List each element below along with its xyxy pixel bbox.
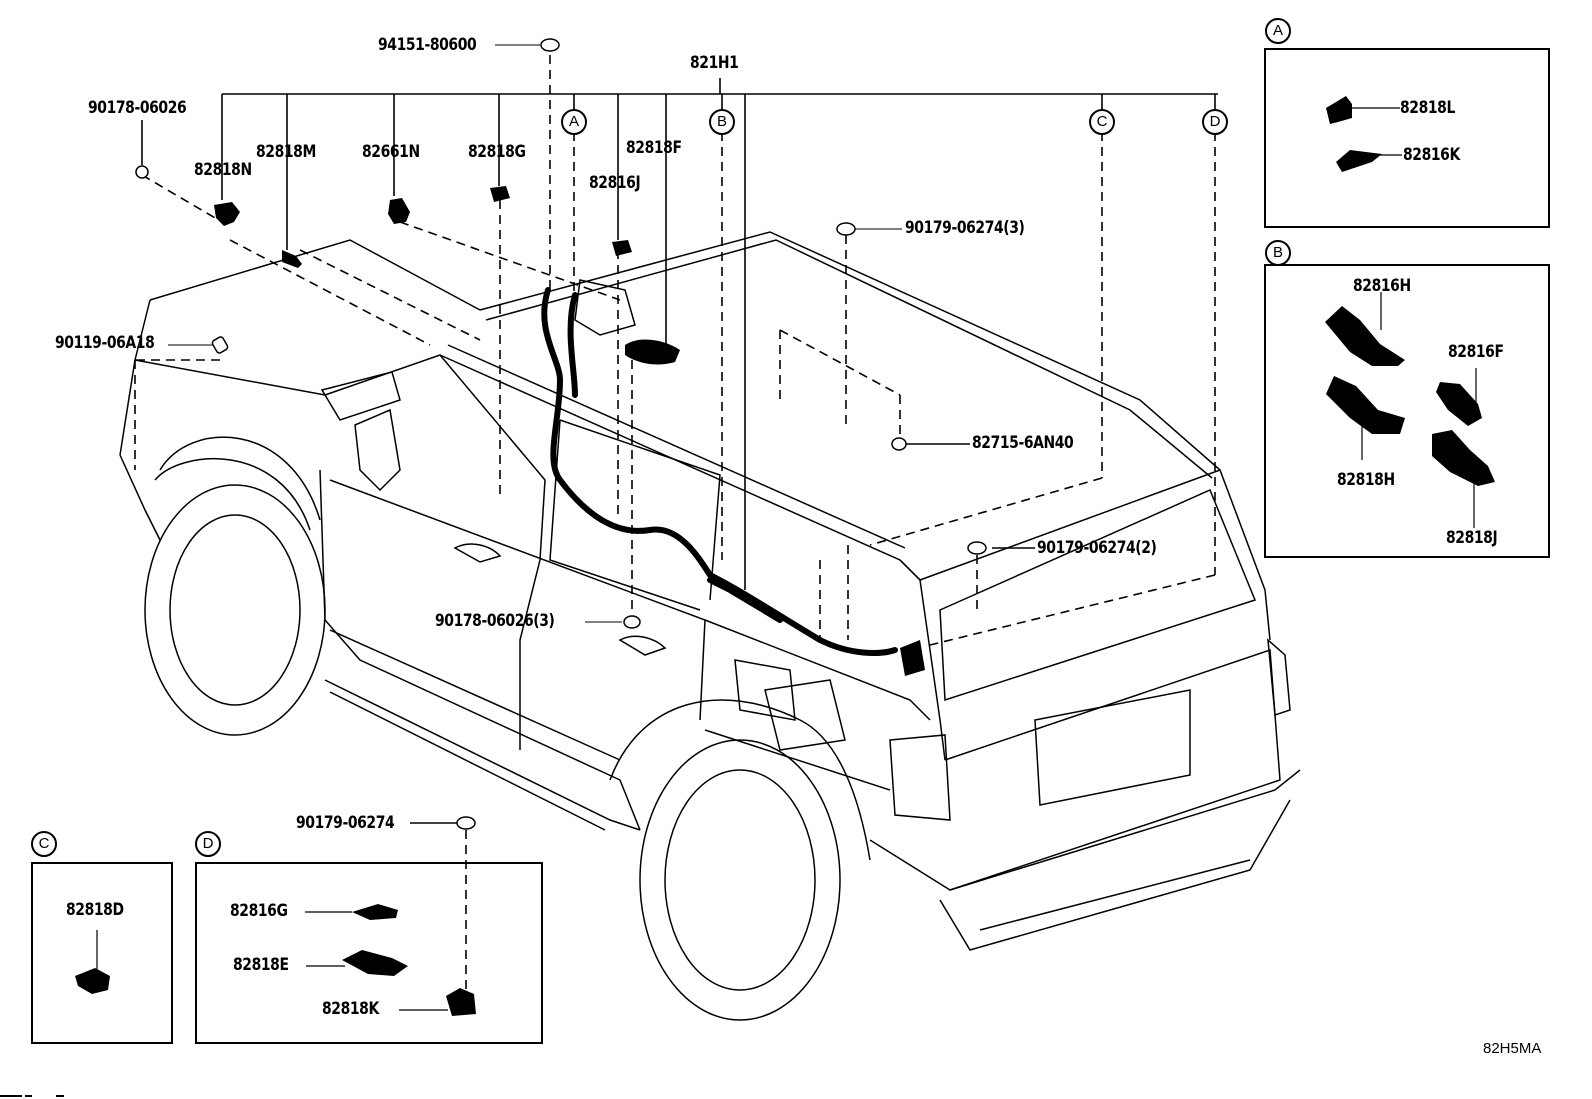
assembly-label-821H1[interactable]: 821H1 xyxy=(690,53,739,73)
clamp-82715-6AN40-icon xyxy=(891,437,907,451)
part-82818E-shape xyxy=(342,950,408,976)
part-label-82818L[interactable]: 82818L xyxy=(1400,98,1455,118)
part-label-82661N[interactable]: 82661N xyxy=(362,142,420,162)
part-82818G-shape xyxy=(490,186,510,202)
part-label-82818G[interactable]: 82818G xyxy=(468,142,526,162)
part-82818K-shape xyxy=(446,988,476,1016)
part-label-90119-06A18[interactable]: 90119-06A18 xyxy=(55,333,155,353)
part-82818L-shape xyxy=(1326,96,1352,124)
part-label-90178-06026-3[interactable]: 90178-06026(3) xyxy=(435,611,555,631)
part-label-90178-06026[interactable]: 90178-06026 xyxy=(88,98,187,118)
part-label-82818H[interactable]: 82818H xyxy=(1337,470,1395,490)
detail-d-label: D xyxy=(195,831,221,857)
part-label-82816G[interactable]: 82816G xyxy=(230,901,288,921)
part-label-90179-06274-2[interactable]: 90179-06274(2) xyxy=(1037,538,1157,558)
part-82816K-shape xyxy=(1336,150,1382,172)
part-label-82816K[interactable]: 82816K xyxy=(1403,145,1460,165)
part-label-90179-06274-3[interactable]: 90179-06274(3) xyxy=(905,218,1025,238)
part-label-82818M[interactable]: 82818M xyxy=(256,142,316,162)
detail-box-c xyxy=(31,862,173,1044)
part-label-94151-80600[interactable]: 94151-80600 xyxy=(378,35,477,55)
drawing-code: 82H5MA xyxy=(1483,1040,1542,1057)
detail-b-label: B xyxy=(1265,240,1291,266)
part-label-82818N[interactable]: 82818N xyxy=(194,160,252,180)
detail-box-d xyxy=(195,862,543,1044)
nut-90179-06274-3-icon xyxy=(836,222,856,236)
part-82818J-shape xyxy=(1432,430,1495,486)
detail-box-a xyxy=(1264,48,1550,228)
part-label-82818D[interactable]: 82818D xyxy=(66,900,124,920)
callout-a[interactable]: A xyxy=(561,109,587,135)
part-label-82818J[interactable]: 82818J xyxy=(1446,528,1498,548)
part-label-90179-06274[interactable]: 90179-06274 xyxy=(296,813,395,833)
nut-94151-80600-icon xyxy=(540,38,560,52)
callout-d[interactable]: D xyxy=(1202,109,1228,135)
nut-90179-06274-2-icon xyxy=(967,541,987,555)
part-label-82715-6AN40[interactable]: 82715-6AN40 xyxy=(972,433,1074,453)
nut-90179-06274-icon xyxy=(456,816,476,830)
part-82818M-shape xyxy=(282,250,302,268)
detail-box-b xyxy=(1264,264,1550,558)
part-label-82816F[interactable]: 82816F xyxy=(1448,342,1504,362)
callout-b[interactable]: B xyxy=(709,109,735,135)
part-82816F-shape xyxy=(1436,382,1482,426)
clip-90178-06026-icon xyxy=(135,165,149,179)
part-82816J-shape xyxy=(612,240,632,256)
part-82816G-shape xyxy=(352,904,398,920)
part-82818D-shape xyxy=(75,968,110,994)
part-82661N-shape xyxy=(388,198,410,224)
part-82818H-shape xyxy=(1326,376,1405,434)
bolt-90119-06A18-icon xyxy=(211,336,229,354)
part-82818N-shape xyxy=(214,202,240,226)
part-label-82816H[interactable]: 82816H xyxy=(1353,276,1411,296)
part-82818F-shape xyxy=(625,339,680,365)
part-label-82818K[interactable]: 82818K xyxy=(322,999,379,1019)
detail-c-label: C xyxy=(31,831,57,857)
callout-c[interactable]: C xyxy=(1089,109,1115,135)
detail-a-label: A xyxy=(1265,18,1291,44)
clip-90178-06026-3-icon xyxy=(623,615,641,629)
part-label-82818F[interactable]: 82818F xyxy=(626,138,682,158)
part-82816H-shape xyxy=(1325,306,1405,366)
part-label-82816J[interactable]: 82816J xyxy=(589,173,641,193)
part-label-82818E[interactable]: 82818E xyxy=(233,955,289,975)
